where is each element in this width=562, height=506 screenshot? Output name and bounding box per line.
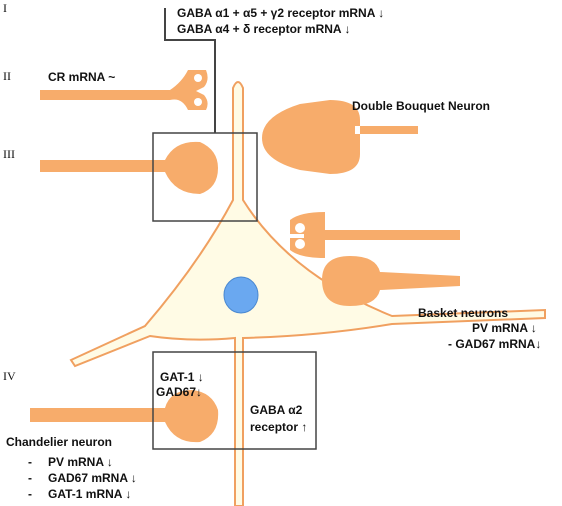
basket-neuron-lower	[322, 256, 460, 306]
gad67-label: GAD67↓	[156, 385, 202, 399]
gaba-receptor-label-1: GABA α1 + α5 + γ2 receptor mRNA ↓	[177, 6, 384, 20]
layer-iv-box	[152, 351, 317, 450]
basket-pv-label: PV mRNA ↓	[472, 321, 537, 335]
gaba-receptor-label-2: GABA α4 + δ receptor mRNA ↓	[177, 22, 350, 36]
layer-iii-box	[152, 132, 258, 222]
chandelier-gat1-label: GAT-1 mRNA ↓	[48, 487, 131, 501]
basket-gad67-label: - GAD67 mRNA↓	[448, 337, 541, 351]
layer-label-ii: II	[3, 69, 11, 83]
cr-mrna-label: CR mRNA ~	[48, 70, 115, 84]
double-bouquet-neuron	[262, 100, 418, 174]
pyramidal-body	[69, 81, 546, 506]
layer-iii-neuron	[40, 141, 218, 194]
gaba-a2-label-2: receptor ↑	[250, 420, 307, 434]
double-bouquet-label: Double Bouquet Neuron	[352, 99, 490, 113]
pyramidal-nucleus	[223, 276, 259, 314]
basket-neurons-label: Basket neurons	[418, 306, 508, 320]
chandelier-label: Chandelier neuron	[6, 435, 112, 449]
chandelier-pv-label: PV mRNA ↓	[48, 455, 113, 469]
layer-label-iii: III	[3, 147, 15, 161]
chandelier-neuron	[30, 390, 219, 443]
cr-neuron	[40, 70, 208, 110]
layer-label-i: I	[3, 1, 7, 15]
chandelier-gad67-label: GAD67 mRNA ↓	[48, 471, 137, 485]
chandelier-dash-1: -	[28, 455, 32, 469]
gaba-a2-label-1: GABA α2	[250, 403, 303, 417]
chandelier-dash-3: -	[28, 487, 32, 501]
bracket-connector	[164, 8, 216, 133]
pyramidal-neuron	[69, 81, 546, 506]
gat1-label: GAT-1 ↓	[160, 370, 204, 384]
chandelier-dash-2: -	[28, 471, 32, 485]
basket-neuron-upper	[290, 212, 460, 258]
layer-label-iv: IV	[3, 369, 16, 383]
